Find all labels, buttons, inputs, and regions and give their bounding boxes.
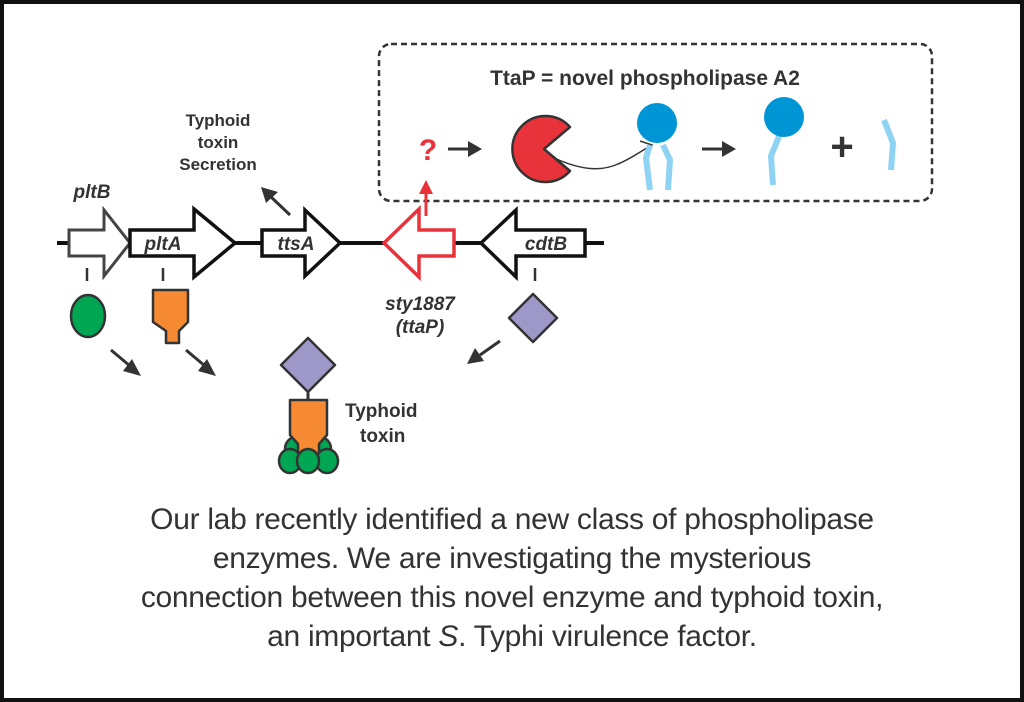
cleavage-arrow-icon (551, 145, 651, 170)
inset-title: TtaP = novel phospholipase A2 (490, 67, 800, 90)
plus-sign: + (830, 125, 853, 169)
svg-text:cdtB: cdtB (525, 234, 568, 255)
arrow-icon (702, 141, 736, 157)
svg-text:toxin: toxin (360, 426, 405, 447)
caption-text: an important (267, 620, 439, 653)
svg-text:(ttaP): (ttaP) (396, 317, 445, 338)
dashed-box (377, 42, 934, 203)
fatty-acid-icon (881, 118, 897, 171)
caption-line: enzymes. We are investigating the myster… (212, 542, 812, 575)
secretion-arrow-icon (261, 187, 292, 217)
assembly-arrow-icon (467, 339, 501, 364)
question-mark: ? (419, 134, 437, 167)
svg-text:toxin: toxin (198, 133, 239, 152)
pltA-protein-icon (151, 288, 190, 345)
caption-line: connection between this novel enzyme and… (140, 581, 884, 614)
svg-text:sty1887: sty1887 (385, 294, 456, 315)
svg-text:Secretion: Secretion (179, 155, 256, 174)
caption: Our lab recently identified a new class … (40, 500, 984, 656)
phospholipid-icon (637, 103, 677, 191)
phospholipase-inset: TtaP = novel phospholipase A2 ? + (377, 42, 934, 203)
svg-text:pltB: pltB (73, 182, 111, 203)
caption-line: Our lab recently identified a new class … (150, 503, 874, 536)
gene-sty1887: sty1887 (ttaP) (381, 204, 456, 338)
caption-line: an important S. Typhi virulence factor. (40, 617, 984, 656)
svg-text:Typhoid: Typhoid (345, 401, 417, 422)
typhoid-toxin-label: Typhoid toxin (345, 401, 417, 447)
secretion-label: Typhoid toxin Secretion (179, 111, 256, 174)
arrow-icon (448, 141, 482, 157)
assembly-arrow-icon (110, 348, 141, 376)
gene-pltA: pltA (128, 205, 238, 281)
svg-text:pltA: pltA (144, 234, 182, 255)
pltB-protein-icon (69, 293, 107, 339)
assembly-arrow-icon (185, 348, 216, 376)
cdtB-protein-icon (507, 292, 559, 344)
gene-pltB: pltB (67, 182, 132, 281)
typhoid-toxin-complex-icon (277, 336, 340, 475)
gene-cdtB: cdtB (478, 205, 587, 282)
svg-text:Typhoid: Typhoid (186, 111, 251, 130)
gene-ttsA: ttsA (260, 205, 343, 281)
caption-italic: S (438, 620, 459, 653)
enzyme-pacman-icon (511, 114, 572, 184)
highlight-arrow-icon (419, 180, 433, 216)
caption-text: . Typhi virulence factor. (458, 620, 757, 653)
svg-text:ttsA: ttsA (278, 234, 315, 255)
lysophospholipid-icon (764, 97, 804, 186)
